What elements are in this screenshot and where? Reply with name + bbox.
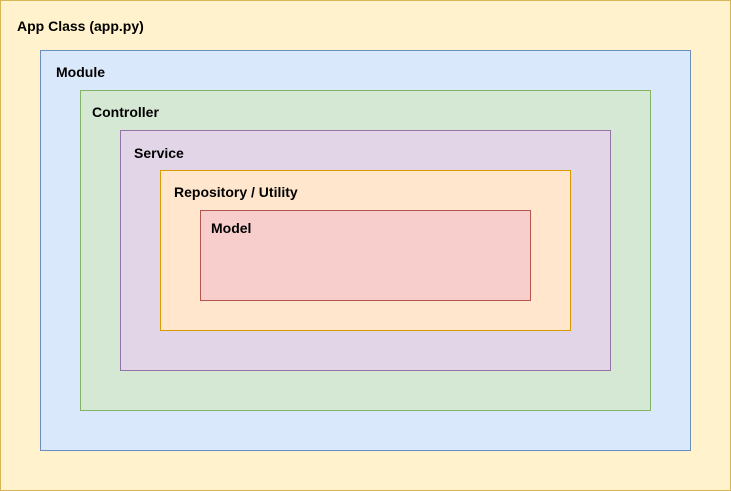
repository-utility-label: Repository / Utility: [174, 184, 298, 200]
controller-label: Controller: [92, 104, 159, 120]
model-container: Model: [200, 210, 531, 301]
service-label: Service: [134, 145, 184, 161]
model-label: Model: [211, 220, 252, 236]
app-class-label: App Class (app.py): [17, 18, 144, 34]
module-label: Module: [56, 64, 105, 80]
